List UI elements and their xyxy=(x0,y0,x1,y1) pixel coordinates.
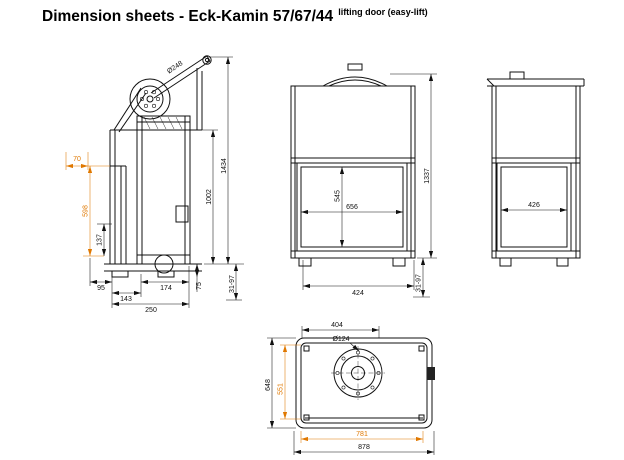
dim-1434: 1434 xyxy=(221,158,228,174)
foot xyxy=(556,257,569,267)
title-sub: lifting door (easy-lift) xyxy=(338,7,428,17)
dim-656: 656 xyxy=(346,204,358,211)
dim-31-97-front: 31-97 xyxy=(416,274,423,292)
top-view-dimension-lines-accent xyxy=(280,344,424,443)
front-view-outline xyxy=(290,63,416,267)
front-view-dimension-lines xyxy=(300,73,437,298)
side-view-dimension-lines-accent xyxy=(65,152,110,257)
dim-404: 404 xyxy=(331,322,343,329)
latch xyxy=(427,367,435,380)
foot xyxy=(157,270,175,278)
page-title: Dimension sheets - Eck-Kamin 57/67/44 lif… xyxy=(42,7,428,26)
dim-70: 70 xyxy=(73,156,81,163)
side-view-outline xyxy=(104,55,212,278)
top-view-dimension-lines xyxy=(267,326,435,455)
foot xyxy=(111,270,129,278)
dim-781: 781 xyxy=(356,431,368,438)
dim-31-97-side: 31-97 xyxy=(229,275,236,293)
foot xyxy=(392,257,406,267)
right-side-view-outline xyxy=(486,71,585,267)
top-view-outline xyxy=(295,337,435,429)
right-side-view: 426 xyxy=(486,71,585,267)
side-view: Ø248 70 598 137 95 174 143 250 75 1002 1… xyxy=(65,55,244,314)
foot xyxy=(499,257,512,267)
dim-648: 648 xyxy=(265,379,272,391)
side-view-dimension-lines xyxy=(89,56,244,308)
dim-95: 95 xyxy=(97,285,105,292)
top-view-details xyxy=(331,346,385,400)
dim-174: 174 xyxy=(160,285,172,292)
front-view: 656 545 424 1337 31-97 xyxy=(290,63,437,298)
foot xyxy=(298,257,312,267)
dim-250: 250 xyxy=(145,307,157,314)
dim-598: 598 xyxy=(83,205,90,217)
dim-diameter-124: Ø124 xyxy=(332,336,349,343)
dim-143: 143 xyxy=(120,296,132,303)
dim-424: 424 xyxy=(352,290,364,297)
title-main: Dimension sheets - Eck-Kamin 57/67/44 xyxy=(42,8,334,25)
dim-75: 75 xyxy=(196,282,203,290)
dim-137: 137 xyxy=(97,234,104,246)
dim-426: 426 xyxy=(528,202,540,209)
dim-551: 551 xyxy=(278,383,285,395)
dim-878: 878 xyxy=(358,444,370,451)
side-view-details xyxy=(140,90,183,130)
dim-1002: 1002 xyxy=(206,189,213,205)
top-view: 404 Ø124 648 551 781 878 xyxy=(265,322,435,455)
pulley-circle xyxy=(129,78,171,120)
dim-545: 545 xyxy=(335,190,342,202)
dim-1337: 1337 xyxy=(424,168,431,184)
